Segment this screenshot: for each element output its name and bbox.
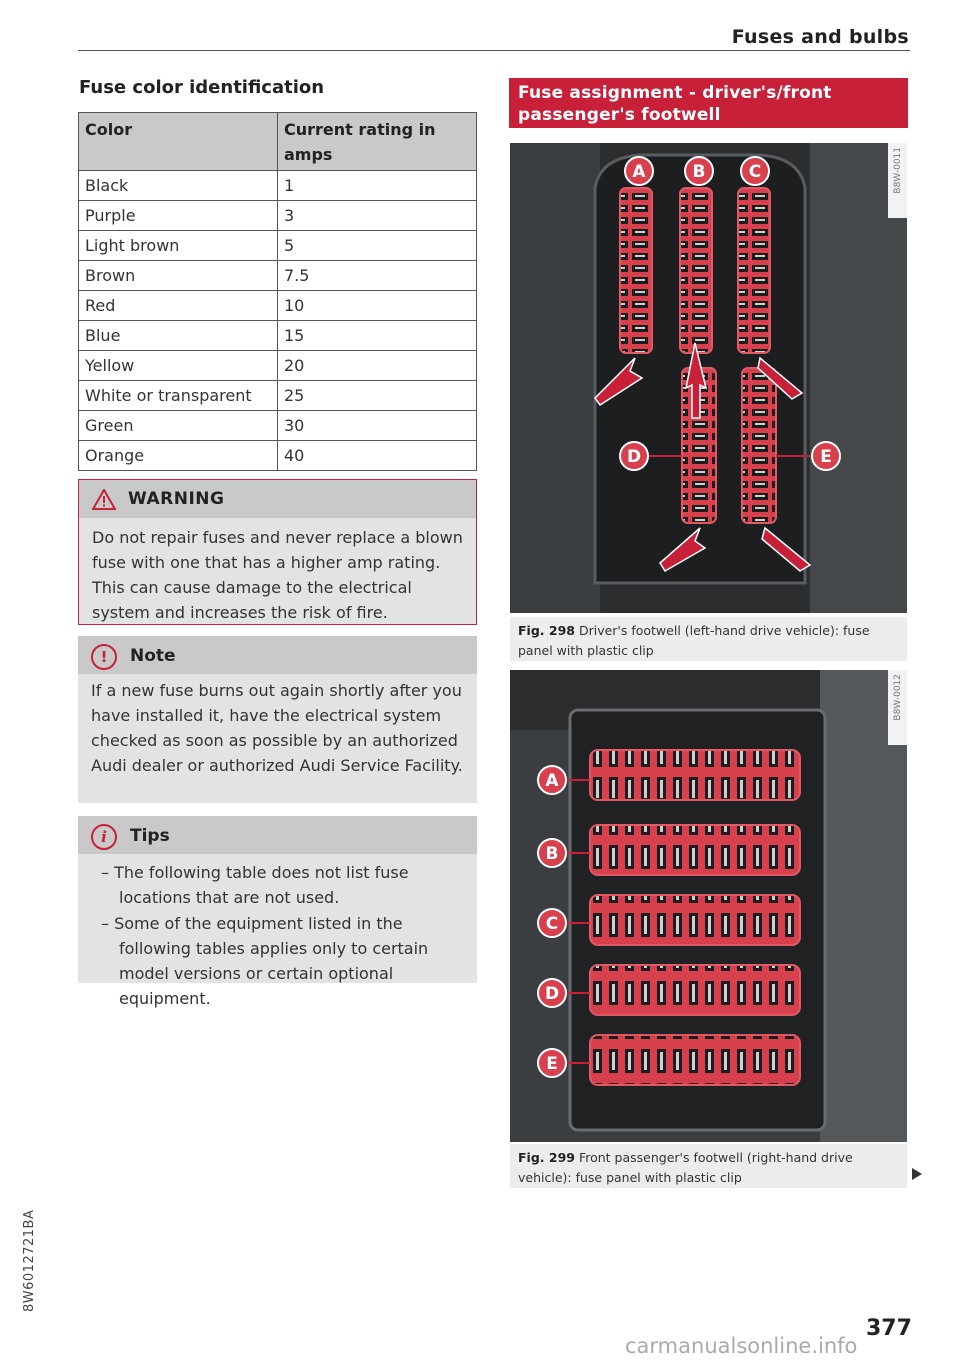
fig1-label-e: E [820,447,832,467]
note-text: If a new fuse burns out again shortly af… [91,681,463,775]
rating-cell: 20 [277,350,477,381]
header-title: Fuses and bulbs [731,26,909,48]
color-cell: Green [78,410,278,441]
fuse-panel-figure-passenger: A B C D E B8W-0012 [510,670,907,1142]
tips-title: Tips [130,826,170,846]
tips-item: – Some of the equipment listed in the fo… [101,914,429,1008]
warning-text: Do not repair fuses and never replace a … [92,528,463,622]
document-code: 8W6012721BA [22,1209,37,1312]
fig1-label-b: B [693,162,706,182]
color-cell: Orange [78,440,278,471]
fig1-label-d: D [627,447,641,467]
rating-cell: 7.5 [277,260,477,291]
figure-caption-text: Driver's footwell (left-hand drive vehic… [518,623,870,658]
color-cell: Blue [78,320,278,351]
rating-cell: 25 [277,380,477,411]
tips-list: – The following table does not list fuse… [78,854,477,1011]
rating-cell: 30 [277,410,477,441]
warning-triangle-icon [92,489,116,510]
header-rule [78,50,910,51]
fig2-label-d: D [545,984,559,1004]
fuse-panel-illustration: A B C D E [510,143,907,613]
fuse-panel-figure-driver: A B C D E B8W-0011 [510,143,907,613]
rating-cell: 3 [277,200,477,231]
page-number: 377 [866,1316,912,1341]
color-cell: Yellow [78,350,278,381]
figure-caption: Fig. 298 Driver's footwell (left-hand dr… [510,617,907,661]
watermark: carmanualsonline.info [625,1334,858,1358]
fig2-label-b: B [546,844,559,864]
continued-arrow-icon [912,1168,922,1180]
rating-cell: 40 [277,440,477,471]
rating-cell: 5 [277,230,477,261]
figure-number: Fig. 299 [518,1150,575,1165]
warning-header: WARNING [79,480,476,518]
rating-cell: 15 [277,320,477,351]
table-header-row: Color Current rating in amps [78,112,477,171]
section-title: Fuse color identification [79,77,325,98]
column-header-color: Color [78,112,278,171]
figure-code: B8W-0012 [893,674,903,721]
color-cell: Red [78,290,278,321]
note-title: Note [130,646,176,666]
warning-title: WARNING [128,489,225,509]
rating-cell: 1 [277,170,477,201]
fuse-panel-illustration: A B C D E [510,670,907,1142]
section-banner-title: Fuse assignment - driver's/front passeng… [518,83,832,125]
note-header: ! Note [78,636,477,674]
figure-code: B8W-0011 [893,147,903,194]
tips-header: i Tips [78,816,477,854]
fig2-label-c: C [546,914,558,934]
column-header-rating: Current rating in amps [277,112,477,171]
figure-caption-text: Front passenger's footwell (right-hand d… [518,1150,853,1185]
warning-box: WARNING Do not repair fuses and never re… [78,479,477,625]
section-banner: Fuse assignment - driver's/front passeng… [509,78,908,128]
figure-caption: Fig. 299 Front passenger's footwell (rig… [510,1144,907,1188]
rating-cell: 10 [277,290,477,321]
fig2-label-a: A [545,771,559,791]
tips-box: i Tips – The following table does not li… [78,816,477,1008]
color-cell: White or transparent [78,380,278,411]
exclamation-icon: ! [91,644,117,670]
fig1-label-a: A [632,162,646,182]
figure-number: Fig. 298 [518,623,575,638]
note-box: ! Note If a new fuse burns out again sho… [78,636,477,803]
color-cell: Black [78,170,278,201]
color-cell: Light brown [78,230,278,261]
fig1-label-c: C [749,162,761,182]
fig2-label-e: E [546,1054,558,1074]
color-cell: Brown [78,260,278,291]
color-cell: Purple [78,200,278,231]
tips-item: – The following table does not list fuse… [101,863,409,907]
info-icon: i [91,824,117,850]
